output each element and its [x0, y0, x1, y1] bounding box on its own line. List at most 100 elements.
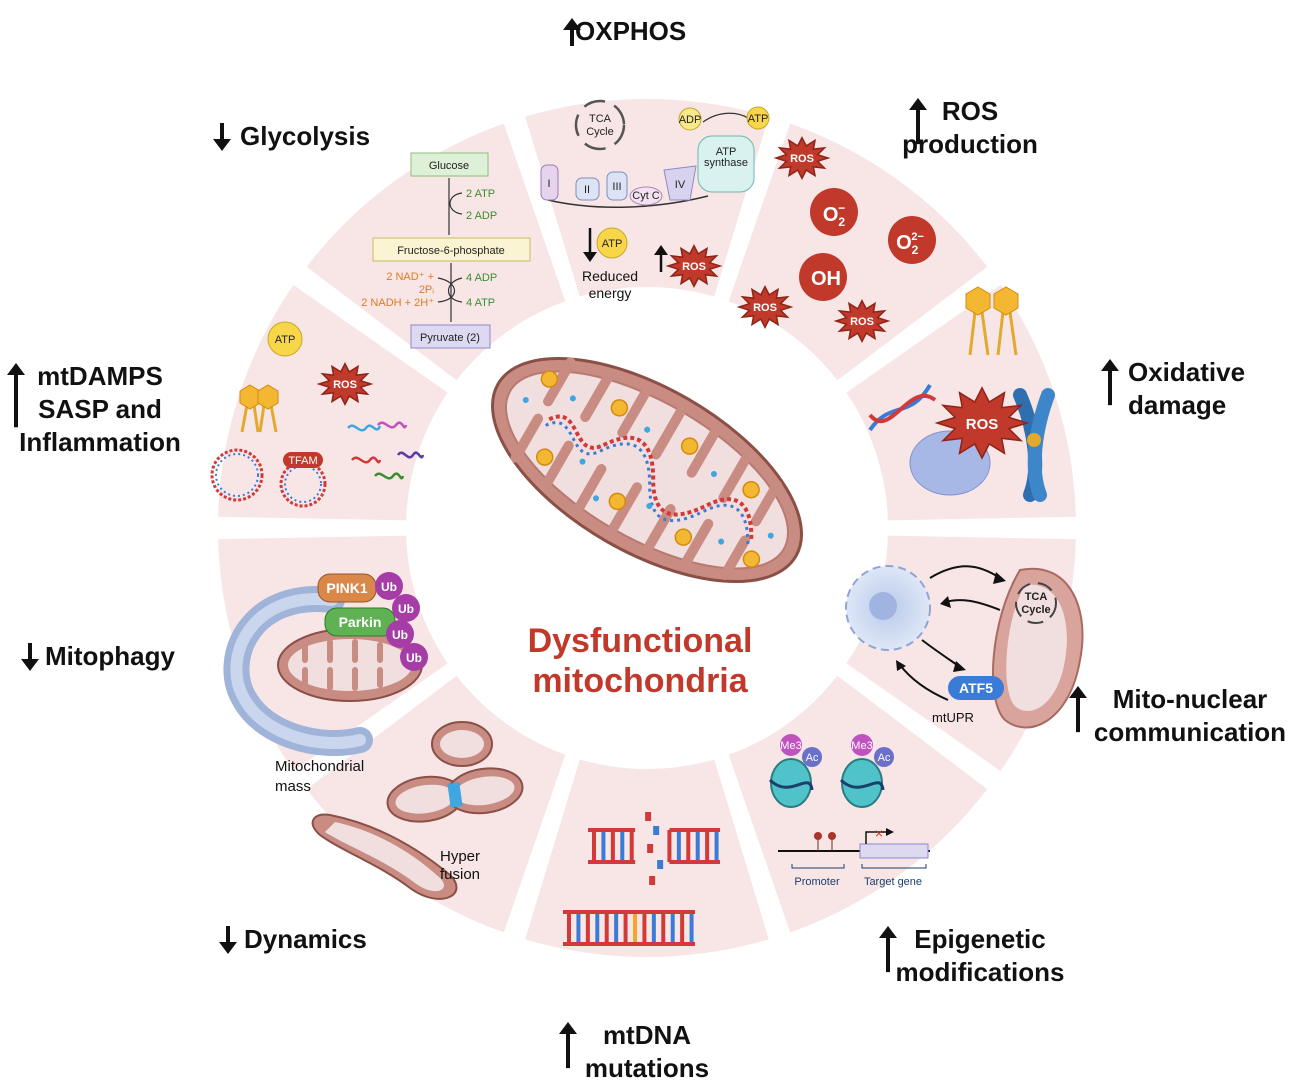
electron-flow-arrow [547, 195, 709, 208]
hallmark-label: Oxidative [1128, 357, 1245, 387]
arrow-up-icon [559, 1022, 577, 1034]
hallmark-label: damage [1128, 390, 1226, 420]
adp-in: 4 ADP [466, 272, 497, 284]
pyruvate-label: Pyruvate (2) [420, 332, 480, 344]
arrow-down-icon [219, 942, 237, 954]
dna-fragment [647, 844, 654, 853]
hallmark-label: Glycolysis [240, 121, 370, 151]
ros-label: ROS [850, 316, 874, 328]
mito-mass-label: mass [275, 778, 311, 795]
atp-in: 2 ATP [466, 188, 495, 200]
atf5-badge [948, 676, 1004, 700]
ros-star-shape [665, 244, 723, 288]
target-gene-label: Target gene [864, 876, 922, 888]
hallmark-dynamics: Dynamics [219, 924, 367, 954]
center-mitochondrion: Dysfunctional mitochondria [409, 290, 885, 766]
me3-mark: Me3 [780, 740, 801, 752]
oxidative-panel: ROS [868, 286, 1055, 502]
glycolysis-panel: Glucose 2 ATP 2 ADP Fructose-6-phosphate… [361, 152, 531, 349]
reduced-energy-label: energy [589, 285, 632, 301]
lipid-icon [968, 311, 1018, 356]
epigenetic-panel: Me3 Ac Me3 Ac × Promoter Target gene [768, 734, 930, 888]
hallmark-label: OXPHOS [575, 16, 686, 46]
arrow-up-icon [563, 18, 581, 30]
hallmark-label: mutations [585, 1053, 709, 1083]
me3-mark: Me3 [851, 740, 872, 752]
hallmark-label: Dynamics [244, 924, 367, 954]
hallmark-label: Inflammation [19, 427, 181, 457]
mtdna-strand [545, 421, 750, 546]
hallmark-glycolysis: Glycolysis [213, 121, 370, 151]
nucleosome-icon: Me3 Ac [768, 734, 822, 808]
hydroxyl-label: OH [811, 268, 841, 290]
f6p-box [372, 237, 531, 262]
mtdna-circle-icon [210, 448, 264, 502]
complex-i: I [547, 178, 550, 190]
dna-mutation-icon [563, 910, 695, 946]
ros-panel: ROS O2− O22− OH ROS ROS [736, 136, 936, 343]
ros-star-shape [934, 386, 1030, 460]
pink1-label: PINK1 [326, 580, 367, 596]
dna-fragment [649, 876, 656, 885]
ros-burst [833, 299, 891, 343]
complex-iv: IV [675, 179, 686, 191]
dna-fragment [645, 812, 652, 821]
reduced-energy-label: Reduced [582, 268, 638, 284]
hallmark-label: mtDAMPS [37, 361, 163, 391]
arrow-up-icon [879, 926, 897, 938]
svg-text:Ub: Ub [392, 628, 408, 642]
mtdna-strand [548, 414, 754, 540]
mitophagy-panel: PINK1 Parkin Ub Ub Ub Ub Mitochondrial m… [223, 572, 428, 795]
ubiquitin-icons: Ub Ub Ub Ub [375, 572, 428, 671]
tca-label: Cycle [586, 126, 614, 138]
mtdna-circle-icon [279, 460, 327, 508]
oxphos-panel: TCA Cycle I II III Cyt C IV ATP synthase… [540, 99, 770, 301]
arrow-up-icon [1101, 359, 1119, 371]
f6p-label: Fructose-6-phosphate [397, 245, 505, 257]
cristae [510, 357, 782, 581]
tfam-badge [283, 452, 323, 468]
atp-out: 4 ATP [466, 297, 495, 309]
adp-out: 2 ADP [466, 210, 497, 222]
atp-icon: ATP [748, 113, 769, 125]
hallmark-label: ROS [942, 96, 998, 126]
nad-label: 2 NAD⁺ + [386, 271, 434, 283]
center-title-line2: mitochondria [532, 662, 748, 700]
lipid-icon [240, 404, 278, 433]
hyper-fusion-label: fusion [440, 866, 480, 883]
superoxide-label: O2− [823, 201, 846, 229]
synthase-label: ATP [716, 146, 737, 158]
tca-label: Cycle [1021, 604, 1050, 616]
pi-label: 2Pᵢ [419, 284, 434, 296]
ros-burst [934, 386, 1030, 460]
fusing-mito-icon [386, 767, 524, 823]
arrow-up-icon [7, 363, 25, 375]
svg-text:Ub: Ub [398, 602, 414, 616]
hallmark-label: SASP and [38, 394, 162, 424]
hallmark-label: communication [1094, 717, 1286, 747]
hallmark-label: Epigenetic [914, 924, 1045, 954]
peroxide-label: O22− [896, 231, 924, 257]
ros-label: ROS [790, 153, 814, 165]
ros-label: ROS [753, 302, 777, 314]
superoxide-icon [810, 188, 858, 236]
mito-mass-label: Mitochondrial [275, 758, 364, 775]
glucose-box [410, 152, 489, 177]
pyruvate-box [410, 324, 491, 349]
center-title-line1: Dysfunctional [528, 622, 753, 660]
ros-burst [316, 362, 374, 406]
mtupr-label: mtUPR [932, 710, 974, 725]
arrow-down-icon [213, 139, 231, 151]
ros-star-shape [833, 299, 891, 343]
arrow-up-icon [1069, 686, 1087, 698]
tfam-label: TFAM [288, 455, 317, 467]
hallmark-label: modifications [895, 957, 1064, 987]
nadh-label: 2 NADH + 2H⁺ [361, 297, 434, 309]
ros-star-shape [316, 362, 374, 406]
